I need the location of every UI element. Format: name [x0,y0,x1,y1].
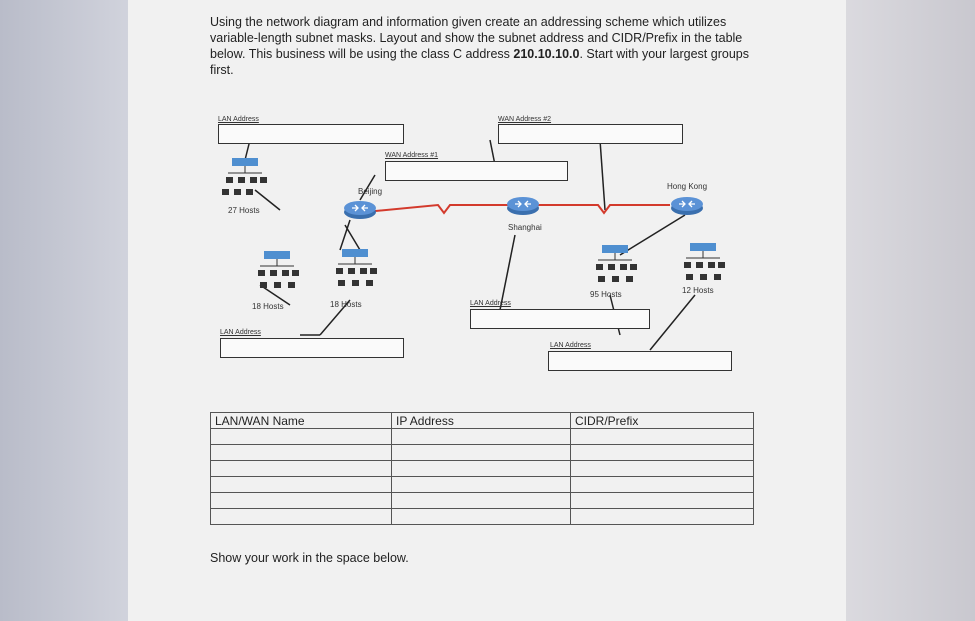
table-cell[interactable] [391,460,571,477]
hosts-18-b-label: 18 Hosts [330,300,362,309]
router-beijing-icon [344,201,376,219]
table-cell[interactable] [391,428,571,445]
table-cell[interactable] [391,476,571,493]
table-cell[interactable] [210,476,392,493]
switch-group-27-hosts-icon [222,158,267,195]
background-left [0,0,140,621]
background-right [835,0,975,621]
table-row [210,492,754,509]
table-cell[interactable] [570,476,754,493]
lan-address-label-3: LAN Address [470,300,511,307]
show-work-text: Show your work in the space below. [210,551,409,565]
lan-address-box-2[interactable] [220,338,404,358]
router-label-shanghai: Shanghai [508,223,542,232]
router-hong-kong-icon [671,197,703,215]
table-cell[interactable] [210,492,392,509]
header-lan-wan-name: LAN/WAN Name [210,412,392,429]
instructions-text: Using the network diagram and informatio… [210,14,770,78]
switch-group-95-hosts-icon [596,245,637,282]
table-cell[interactable] [570,444,754,461]
lan-address-box-4[interactable] [548,351,732,371]
table-row [210,444,754,461]
header-ip-address: IP Address [391,412,571,429]
class-c-address: 210.10.10.0 [513,47,580,61]
table-cell[interactable] [391,508,571,525]
wan-address-2-box[interactable] [498,124,683,144]
table-row [210,476,754,493]
table-cell[interactable] [210,428,392,445]
switch-group-12-hosts-icon [684,243,725,280]
lan-address-label-4: LAN Address [550,342,591,349]
table-row [210,460,754,477]
lan-address-label-1: LAN Address [218,116,259,123]
lan-address-label-2: LAN Address [220,329,261,336]
wan-address-1-label: WAN Address #1 [385,152,439,159]
router-shanghai-icon [507,197,539,215]
table-cell[interactable] [210,444,392,461]
switch-group-18-hosts-a-icon [258,251,299,288]
table-cell[interactable] [570,428,754,445]
table-row [210,508,754,525]
instructions-part-1: Using the network diagram and informatio… [210,15,743,61]
table-cell[interactable] [570,492,754,509]
router-label-beijing: Beijing [358,187,383,196]
hosts-12-label: 12 Hosts [682,286,714,295]
hosts-18-a-label: 18 Hosts [252,302,284,311]
table-cell[interactable] [210,508,392,525]
header-cidr-prefix: CIDR/Prefix [570,412,754,429]
network-diagram: LAN Address WAN Address #1 WAN Address #… [200,110,760,390]
instructions-part-2: . Start with your largest groups first. [210,47,749,77]
wan-address-2-label: WAN Address #2 [498,116,552,123]
table-cell[interactable] [210,460,392,477]
table-header-row: LAN/WAN Name IP Address CIDR/Prefix [210,412,754,429]
table-row [210,428,754,445]
lan-address-box-1[interactable] [218,124,404,144]
table-cell[interactable] [570,460,754,477]
table-cell[interactable] [391,492,571,509]
hosts-95-label: 95 Hosts [590,290,622,299]
addressing-table: LAN/WAN Name IP Address CIDR/Prefix [210,412,754,525]
switch-group-18-hosts-b-icon [336,249,377,286]
hosts-27-label: 27 Hosts [228,206,260,215]
table-cell[interactable] [570,508,754,525]
lan-address-box-3[interactable] [470,309,650,329]
table-cell[interactable] [391,444,571,461]
wan-address-1-box[interactable] [385,161,568,181]
router-label-hong-kong: Hong Kong [667,182,708,191]
